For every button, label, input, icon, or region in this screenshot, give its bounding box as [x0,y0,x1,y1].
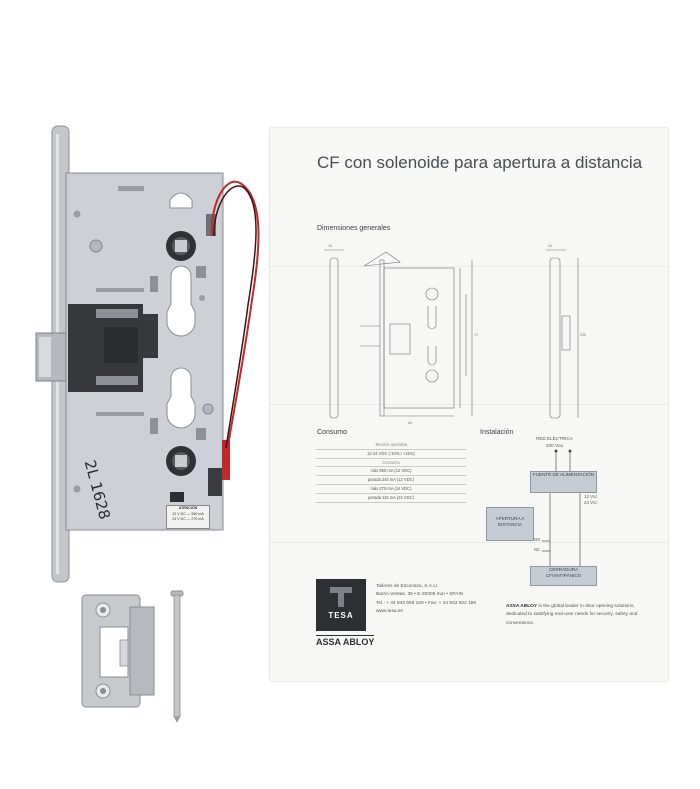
tesa-logo-mark-icon [330,587,352,607]
leaflet-title: CF con solenoide para apertura a distanc… [317,153,643,172]
consumption-row: máx 950 mA (12 VDC) [316,467,466,477]
svg-text:24: 24 [548,244,552,248]
mortise-lock [35,125,260,583]
lock-box: CERRADURA CF/ANTIPÁNICO [530,566,597,586]
power-supply-box: FUENTE DE ALIMENTACIÓN [530,471,597,493]
contact-no: NO [534,537,541,542]
upper-cylinder-hole [166,265,196,337]
lock-box-label: CERRADURA CF/ANTIPÁNICO [545,567,582,578]
company-address: Talleres de Escoriaza, S.A.U. Barrio Ven… [376,583,476,616]
remote-opening-label: APERTURA A DISTANCIA [495,516,525,527]
lock-warning-line1: 12 V DC — 960 mA [172,511,204,516]
address-line: Barrio Ventas, 35 • E-20305 Irun • SPAIN [376,592,464,598]
installation-wiring [542,449,581,566]
consumption-voltage-row: 12-24 VDC (-10% / +15%) [316,450,466,459]
assa-abloy-logo: ASSA ABLOY [316,635,375,647]
mains-voltage: 220 Vca [546,443,563,448]
consumption-header-current: Consumo [316,459,466,468]
svg-text:235: 235 [580,333,586,337]
address-line: www.tesa.es [376,608,403,614]
strike-plate-and-screw [81,590,184,723]
consumption-header-voltage: Tensión operativa [316,441,466,450]
solenoid-wire-black [213,185,257,449]
consumption-table: Tensión operativa 12-24 VDC (-10% / +15%… [316,441,466,503]
consumption-row: parada 110 mA (24 VDC) [316,494,466,503]
remote-opening-box: APERTURA A DISTANCIA [486,507,534,541]
output-voltage-12: 12 Vcc [584,494,598,499]
solenoid-wire-red [210,180,260,446]
mains-label: RED ELÉCTRICA [536,436,573,441]
lower-cylinder-hole [166,367,196,429]
consumption-row: parada 240 mA (12 VDC) [316,476,466,485]
lock-warning-sticker: ATENCIÓN 12 V DC — 960 mA 24 V DC — 270 … [166,505,210,529]
contact-nc: NC [534,547,541,552]
output-voltage-24: 24 Vcc [584,500,598,505]
instruction-leaflet: CF con solenoide para apertura a distanc… [270,128,668,681]
svg-text:72: 72 [474,333,478,337]
svg-text:16: 16 [328,244,332,248]
slogan-brand: ASSA ABLOY [506,604,538,609]
power-supply-label: FUENTE DE ALIMENTACIÓN [532,472,595,477]
tesa-logo-text: TESA [328,611,354,620]
mounting-screw [170,590,184,723]
address-line: Talleres de Escoriaza, S.A.U. [376,584,439,589]
slogan-text: is the global leader in door opening sol… [506,604,638,626]
consumption-row: máx 270 mA (24 VDC) [316,485,466,494]
company-slogan: ASSA ABLOY is the global leader in door … [506,603,656,628]
lock-warning-title: ATENCIÓN [178,506,198,510]
dimensions-heading: Dimensiones generales [317,225,391,232]
dimensions-drawing: 16 64 24 235 72 [324,244,586,425]
svg-text:64: 64 [408,421,412,425]
installation-diagram: RED ELÉCTRICA 220 Vca FUENTE DE ALIMENTA… [480,433,650,598]
lock-warning-line2: 24 V DC — 270 mA [172,517,204,521]
installation-heading: Instalación [480,429,514,436]
consumption-heading: Consumo [317,429,347,436]
tesa-logo: TESA [316,579,366,631]
address-line: Tel.: + 34 943 669 100 • Fax: + 34 943 6… [376,600,477,606]
